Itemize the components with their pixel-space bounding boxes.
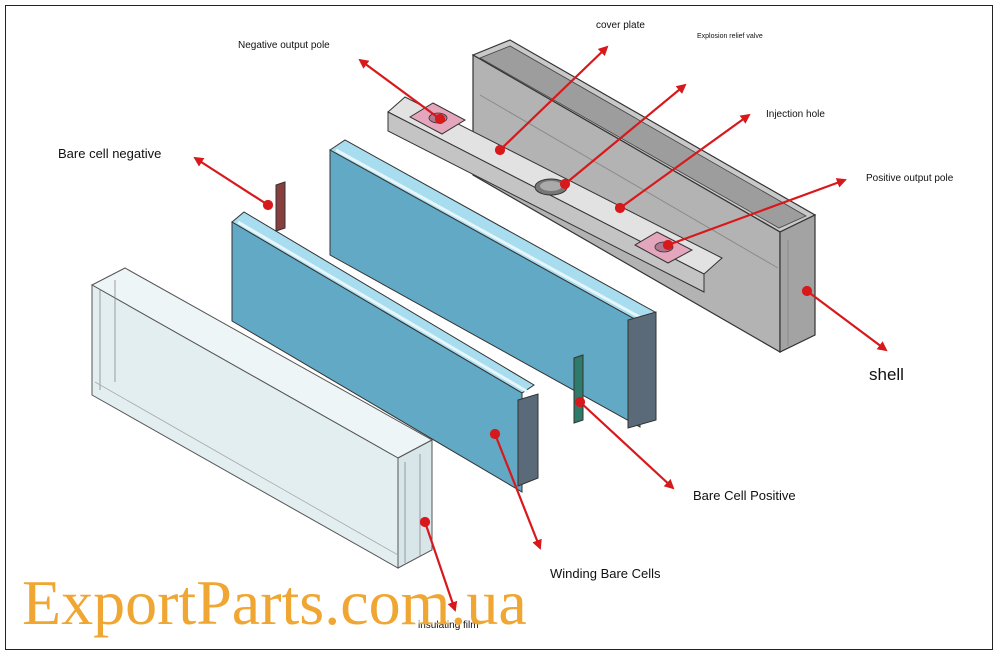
label-bare-cell-positive: Bare Cell Positive bbox=[693, 488, 796, 503]
label-negative-output-pole: Negative output pole bbox=[238, 40, 330, 51]
arrow-bare-cell-negative bbox=[195, 158, 272, 209]
label-winding-bare-cells: Winding Bare Cells bbox=[550, 566, 661, 581]
label-positive-output-pole: Positive output pole bbox=[866, 173, 953, 184]
label-explosion-relief-valve: Explosion relief valve bbox=[697, 33, 763, 40]
watermark-text: ExportParts.com.ua bbox=[22, 568, 527, 638]
label-cover-plate: cover plate bbox=[596, 20, 645, 31]
bare-cell-positive-tab bbox=[574, 355, 583, 423]
label-injection-hole: Injection hole bbox=[766, 109, 825, 120]
bare-cell-negative-tab bbox=[276, 182, 285, 231]
label-bare-cell-negative: Bare cell negative bbox=[58, 146, 161, 161]
label-shell: shell bbox=[869, 365, 904, 385]
